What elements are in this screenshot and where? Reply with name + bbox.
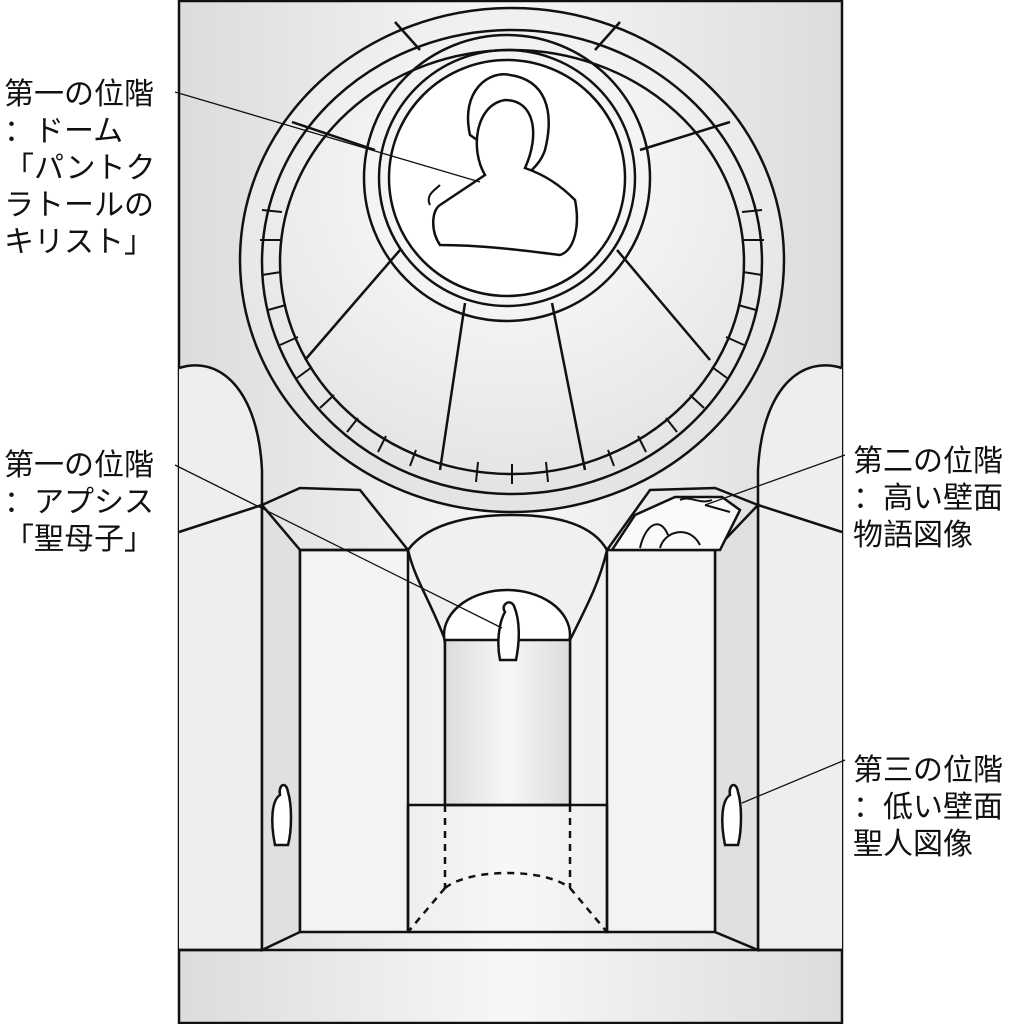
label-line: 「聖母子」 xyxy=(4,522,154,557)
virgin-and-child-figure xyxy=(497,601,520,662)
label-line: ：低い壁面 xyxy=(853,790,1003,825)
label-line: 「パントク xyxy=(4,151,156,186)
label-line: ：ドーム xyxy=(4,114,124,149)
saint-figure-right xyxy=(721,783,743,847)
dome-ribs xyxy=(291,21,731,471)
right-wall xyxy=(605,548,717,934)
leader-lines xyxy=(174,91,846,804)
left-pillar xyxy=(260,501,302,952)
saint-figure-left xyxy=(271,783,293,847)
label-line: ラトールの xyxy=(4,188,154,223)
label-low-wall: 第三の位階 ：低い壁面 聖人図像 xyxy=(853,752,1003,863)
label-line: ：高い壁面 xyxy=(853,481,1003,516)
pantocrator-figure xyxy=(432,98,579,257)
label-line: 第一の位階 xyxy=(4,77,154,112)
label-line: 第二の位階 xyxy=(853,444,1003,479)
label-line: 第三の位階 xyxy=(853,753,1003,788)
label-dome: 第一の位階 ：ドーム 「パントク ラトールの キリスト」 xyxy=(4,76,156,261)
label-line: ：アプシス xyxy=(4,485,154,520)
right-arch xyxy=(756,364,843,952)
left-arch xyxy=(178,364,264,952)
left-wall xyxy=(298,548,410,934)
label-line: 聖人図像 xyxy=(853,827,973,862)
label-line: 物語図像 xyxy=(853,518,973,553)
label-apse: 第一の位階 ：アプシス 「聖母子」 xyxy=(4,447,154,558)
dome-band-segments xyxy=(260,209,764,484)
label-line: キリスト」 xyxy=(4,225,154,260)
pantocrator-halo xyxy=(466,73,550,177)
label-high-wall: 第二の位階 ：高い壁面 物語図像 xyxy=(853,443,1003,554)
medallion xyxy=(362,33,652,323)
label-line: 第一の位階 xyxy=(4,448,154,483)
right-pillar xyxy=(713,501,760,952)
